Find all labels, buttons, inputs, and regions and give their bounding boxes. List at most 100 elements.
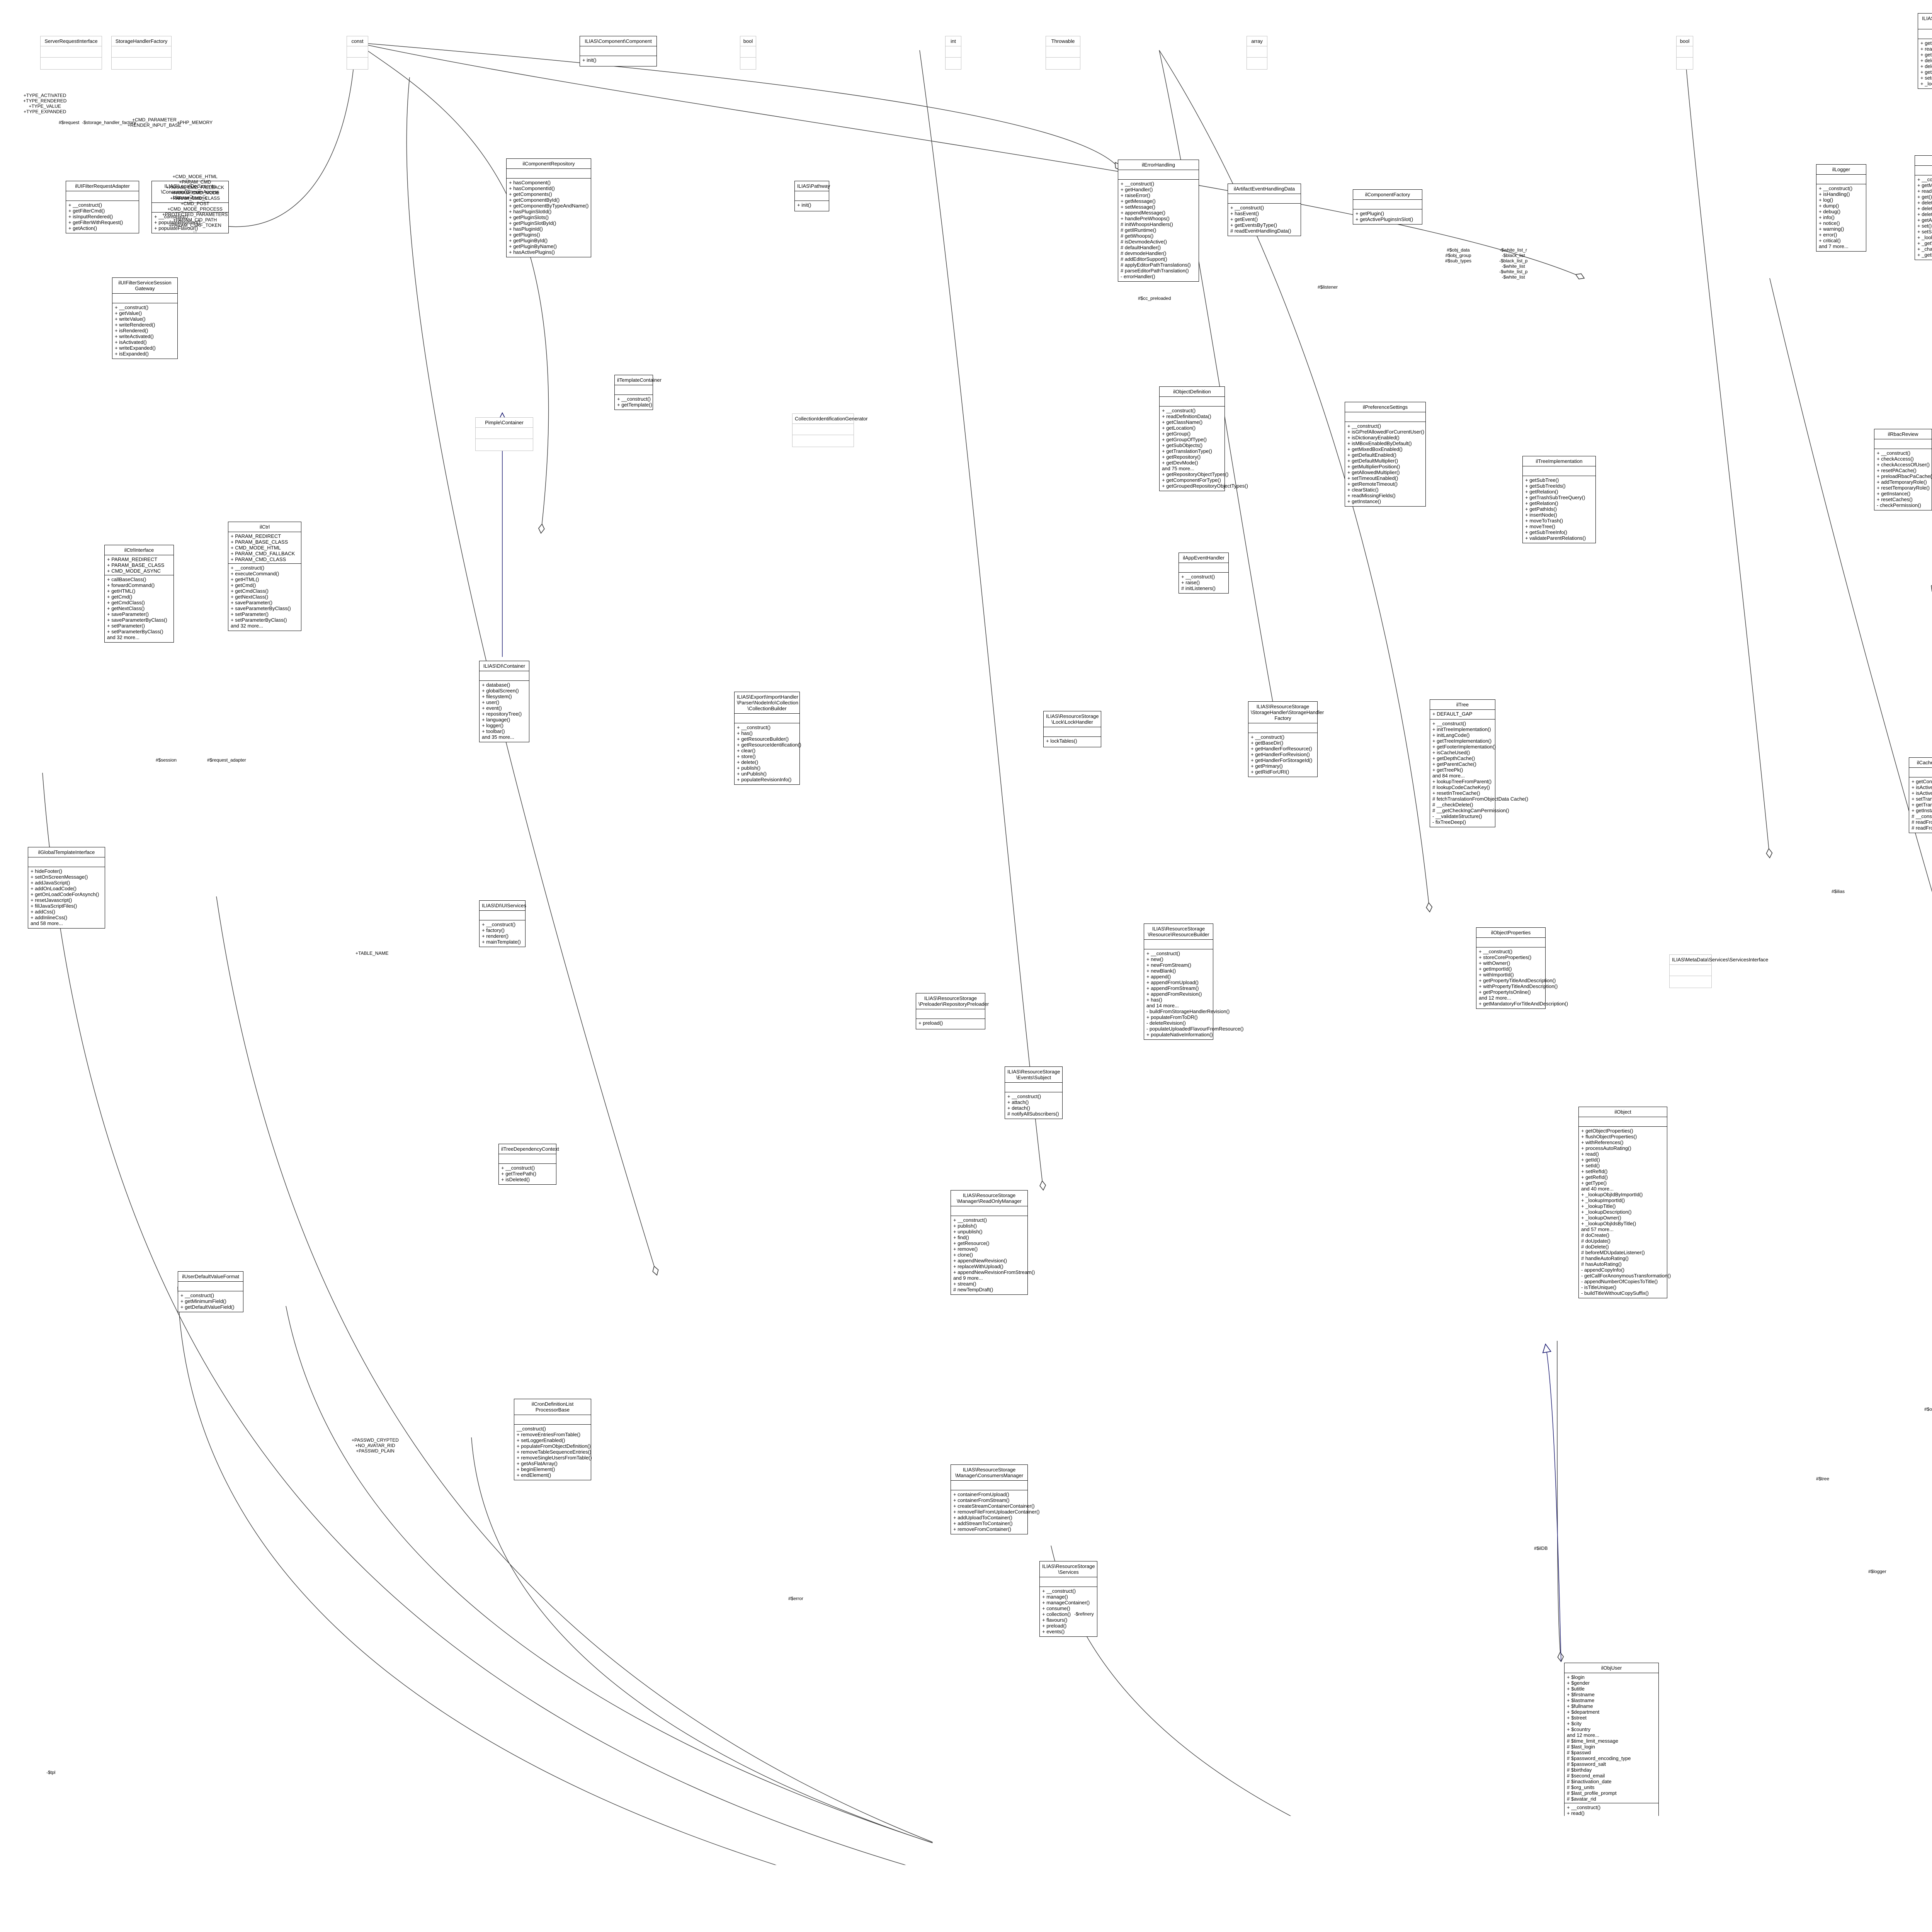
operation: + store()	[737, 753, 797, 759]
class-lom-services[interactable]: ILIAS\MetaData\Services\ServicesInterfac…	[1669, 954, 1712, 988]
class-tree-implementation[interactable]: ilTreeImplementation + getSubTree() + ge…	[1522, 456, 1596, 543]
class-ctrl-interface[interactable]: ilCtrlInterface + PARAM_REDIRECT + PARAM…	[104, 545, 174, 643]
class-pimple-container[interactable]: Pimple\Container	[475, 417, 533, 451]
operation: + withOwner()	[1479, 960, 1543, 966]
class-attributes	[580, 46, 656, 56]
class-server-request-interface[interactable]: ServerRequestInterface	[40, 36, 102, 70]
operation: + setScormDebug()	[1917, 229, 1932, 235]
class-object[interactable]: ilObject + getObjectProperties() + flush…	[1578, 1107, 1667, 1298]
class-component[interactable]: ILIAS\Component\Component + init()	[580, 36, 657, 66]
class-repository[interactable]: ilTemplateContainer + __construct() + ge…	[614, 375, 653, 410]
operation: + _lookupGender()	[1567, 1880, 1656, 1886]
class-filter-session-gateway[interactable]: ilUIFilterServiceSession Gateway + __con…	[112, 277, 178, 359]
class-component-repository[interactable]: ilComponentRepository + hasComponent() +…	[506, 158, 591, 257]
operation: + read()	[1567, 1810, 1656, 1816]
operation: and 32 more...	[107, 634, 171, 640]
operation: # isDevmodeActive()	[1121, 239, 1196, 245]
operation: + getGroupOfType()	[1162, 437, 1222, 442]
class-name: ILIAS\Component\Component	[580, 36, 656, 46]
class-error-handling[interactable]: ilErrorHandling + __construct() + getHan…	[1118, 160, 1199, 282]
class-artifact-event-handling-data[interactable]: ilArtifactEventHandlingData + __construc…	[1228, 184, 1301, 236]
operation: __construct()	[517, 1426, 588, 1432]
class-consumers-manager[interactable]: ILIAS\ResourceStorage \Manager\Consumers…	[951, 1464, 1028, 1534]
class-operations: + __construct() + attach() + detach() # …	[1005, 1092, 1062, 1119]
class-cached-language[interactable]: ilCachedLanguage + getContentsKey() + is…	[1909, 757, 1932, 833]
class-operations: + getModule() + read() + get() + deleteA…	[1918, 39, 1932, 88]
class-administration-setting[interactable]: ILIAS\Administration \Setting + getModul…	[1918, 13, 1932, 89]
operation: + getNextClass()	[107, 605, 171, 611]
class-setting[interactable]: ilSetting + __construct() + getModule() …	[1915, 155, 1932, 260]
class-const[interactable]: const	[347, 36, 368, 70]
class-attributes	[28, 857, 105, 867]
class-repository-preloader[interactable]: ILIAS\ResourceStorage \Preloader\Reposit…	[916, 993, 985, 1029]
operation: + __construct()	[482, 922, 523, 927]
class-user-default-value[interactable]: ilUserDefaultValueFormat + __construct()…	[178, 1271, 243, 1312]
edge-label: #$session	[156, 757, 177, 763]
class-read-only-manager[interactable]: ILIAS\ResourceStorage \Manager\ReadOnlyM…	[951, 1190, 1028, 1295]
class-global-template-interface[interactable]: ilGlobalTemplateInterface + hideFooter()…	[28, 847, 105, 929]
operation: + callBaseClass()	[107, 577, 171, 582]
class-filter-request-adapter[interactable]: ilUIFilterRequestAdapter + __construct()…	[66, 181, 139, 233]
operation: + moveTree()	[1525, 524, 1593, 529]
class-di-container[interactable]: ILIAS\DI\Container + database() + global…	[479, 661, 529, 742]
class-lock-handler[interactable]: ILIAS\ResourceStorage \Lock\LockHandler …	[1043, 711, 1101, 747]
class-name: ilTreeDependencyContext	[499, 1144, 556, 1154]
operation: + preload()	[1042, 1623, 1095, 1629]
operation: + mainTemplate()	[482, 939, 523, 945]
class-storage-handler-factory-impl[interactable]: ILIAS\ResourceStorage \StorageHandler\St…	[1248, 701, 1318, 777]
operation: + hideFooter()	[31, 868, 102, 874]
operation: + getDevMode()	[1162, 460, 1222, 466]
class-import-collection-builder[interactable]: ILIAS\Export\ImportHandler \Parser\NodeI…	[734, 692, 800, 785]
operation: + factory()	[482, 927, 523, 933]
operation: + handlePreWhoops()	[1121, 216, 1196, 221]
class-app-event-handler[interactable]: ilAppEventHandler + __construct() + rais…	[1179, 553, 1229, 594]
operation: + isCacheUsed()	[1432, 750, 1493, 755]
class-name: ILIAS\MetaData\Services\ServicesInterfac…	[1670, 955, 1711, 965]
class-tree[interactable]: ilTree + DEFAULT_GAP + __construct() + i…	[1430, 699, 1495, 827]
operation: + getMixedBoxEnabled()	[1347, 446, 1423, 452]
operation: + __construct()	[953, 1217, 1025, 1223]
operation: - checkPermission()	[1877, 502, 1929, 508]
class-obj-user[interactable]: ilObjUser + $login + $gender + $utitle +…	[1564, 1663, 1659, 1932]
operation: and 17 more...	[1567, 1926, 1656, 1932]
class-preference-settings[interactable]: ilPreferenceSettings + __construct() + i…	[1345, 402, 1426, 507]
operation: # __getCheckIngCamPermission()	[1432, 808, 1493, 813]
operation: + setTranslations()	[1912, 796, 1932, 802]
operation: + addInlineCss()	[31, 915, 102, 920]
class-operations: + __construct() + checkAccess() + checkA…	[1874, 449, 1932, 510]
operation: + set()	[1917, 223, 1932, 229]
class-ui-services[interactable]: ILIAS\DI\UIServices + __construct() + fa…	[479, 900, 526, 947]
operation: - buildTitleWithoutCopySuffix()	[1581, 1290, 1665, 1296]
operation: + populateFromToDR()	[1146, 1014, 1211, 1020]
class-resource-builder[interactable]: ILIAS\ResourceStorage \Resource\Resource…	[1144, 923, 1213, 1040]
class-collection-id-generator[interactable]: CollectionIdentificationGenerator	[792, 413, 854, 447]
class-logger[interactable]: ilLogger + __construct() + isHandling() …	[1816, 164, 1866, 252]
class-operations	[946, 58, 961, 69]
class-object-properties[interactable]: ilObjectProperties + __construct() + sto…	[1476, 927, 1546, 1009]
class-throwable[interactable]: Throwable	[1046, 36, 1080, 70]
operation: + endElement()	[517, 1472, 588, 1478]
class-tree-dependency-context[interactable]: ilTreeDependencyContext + __construct() …	[498, 1144, 556, 1185]
class-component-factory[interactable]: ilComponentFactory + getPlugin() + getAc…	[1353, 189, 1422, 224]
class-events-subject[interactable]: ILIAS\ResourceStorage \Events\Subject + …	[1005, 1066, 1063, 1119]
class-cron-definition-processor[interactable]: ilCronDefinitionList ProcessorBase __con…	[514, 1399, 591, 1480]
class-object-definition[interactable]: ilObjectDefinition + __construct() + rea…	[1159, 386, 1225, 491]
class-int-left[interactable]: bool	[740, 36, 756, 70]
class-attributes	[1816, 175, 1866, 184]
class-resource-services[interactable]: ILIAS\ResourceStorage \Services + __cons…	[1039, 1561, 1097, 1637]
class-ui-renderer-top[interactable]: ilRbacReview + __construct() + checkAcce…	[1874, 429, 1932, 510]
operation: + removeSingleUsersFromTable()	[517, 1455, 588, 1461]
class-storage-handler-factory[interactable]: StorageHandlerFactory	[111, 36, 172, 70]
class-attributes: + PARAM_REDIRECT + PARAM_BASE_CLASS + CM…	[105, 555, 173, 575]
operation: + readMissingFields()	[1347, 493, 1423, 498]
class-int[interactable]: int	[945, 36, 961, 70]
class-bool[interactable]: bool	[1676, 36, 1693, 70]
class-name: Throwable	[1046, 36, 1080, 46]
class-array[interactable]: array	[1247, 36, 1267, 70]
attribute: # $second_email	[1567, 1773, 1656, 1779]
operation: + getRefId()	[1581, 1174, 1665, 1180]
class-ctrl[interactable]: ilCtrl + PARAM_REDIRECT + PARAM_BASE_CLA…	[228, 522, 301, 631]
operation: + __construct()	[1121, 181, 1196, 187]
operation: + getGroupedRepositoryObjectTypes()	[1162, 483, 1222, 489]
class-pathway[interactable]: ILIAS\Pathway + init()	[794, 181, 829, 211]
